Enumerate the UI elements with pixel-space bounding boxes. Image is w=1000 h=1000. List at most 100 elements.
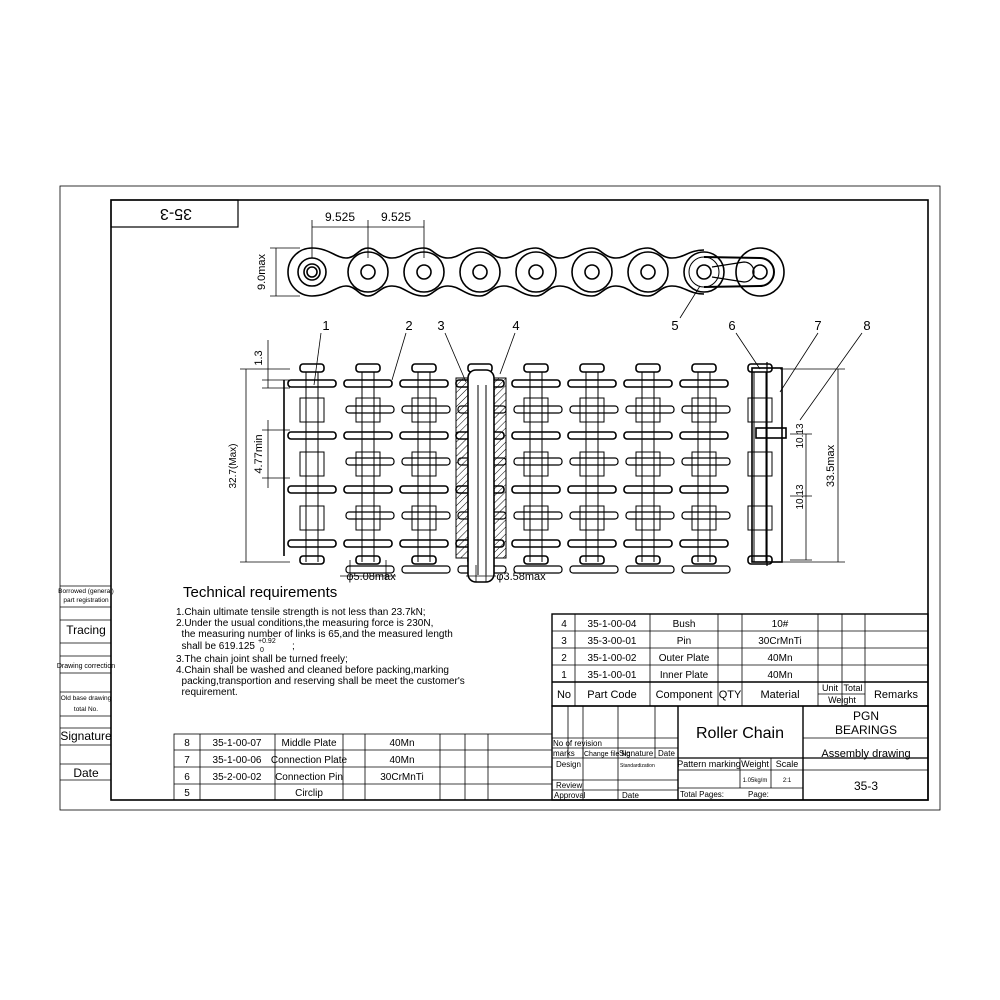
tb-scale-value: 2:1 bbox=[783, 778, 792, 784]
svg-text:Outer Plate: Outer Plate bbox=[659, 653, 710, 664]
rotated-code-box: 35-3 bbox=[110, 199, 239, 228]
svg-text:6: 6 bbox=[184, 772, 190, 783]
tech-title: Technical requirements bbox=[183, 584, 337, 601]
svg-text:Unit: Unit bbox=[822, 683, 839, 693]
svg-text:1: 1 bbox=[561, 670, 567, 681]
svg-text:7: 7 bbox=[184, 755, 190, 766]
bom-upper-rows: 4 35-1-00-04 Bush 10# 3 35-3-00-01 Pin 3… bbox=[557, 619, 919, 705]
svg-text:35-1-00-06: 35-1-00-06 bbox=[213, 755, 262, 766]
tb-drawing-type: Assembly drawing bbox=[821, 748, 910, 760]
section-pin bbox=[455, 369, 507, 583]
pitch-dim-2: 9.525 bbox=[381, 210, 411, 224]
tb-change-file: Change file No bbox=[584, 751, 630, 758]
svg-text:Component: Component bbox=[656, 689, 713, 701]
tech-tol-lower: 0 bbox=[260, 647, 264, 654]
tech-line-3: the measuring number of links is 65,and … bbox=[176, 629, 453, 640]
svg-text:40Mn: 40Mn bbox=[389, 755, 414, 766]
tech-tail: ; bbox=[292, 641, 295, 652]
svg-text:Remarks: Remarks bbox=[874, 689, 919, 701]
svg-text:Circlip: Circlip bbox=[295, 788, 323, 799]
total-width-dim: 33.5max bbox=[825, 444, 837, 487]
height-dim: 9.0max bbox=[256, 253, 268, 290]
tb-scale: Scale bbox=[776, 759, 799, 769]
tb-company-line1: PGN bbox=[853, 709, 879, 723]
tb-weight-value: 1.05kg/m bbox=[743, 778, 768, 784]
tech-line-2: 2.Under the usual conditions,the measuri… bbox=[176, 618, 433, 629]
bom-upper-row: 4 35-1-00-04 Bush 10# bbox=[561, 619, 789, 630]
tech-line-4: shall be 619.125 bbox=[176, 641, 255, 652]
svg-text:35-1-00-02: 35-1-00-02 bbox=[588, 653, 637, 664]
top-rollers bbox=[297, 251, 725, 293]
tech-line-5: 3.The chain joint shall be turned freely… bbox=[176, 654, 348, 665]
svg-text:40Mn: 40Mn bbox=[767, 670, 792, 681]
top-dimensions bbox=[270, 220, 425, 297]
tb-drawing-no: 35-3 bbox=[854, 779, 878, 793]
svg-text:35-1-00-07: 35-1-00-07 bbox=[213, 738, 262, 749]
left-date: Date bbox=[73, 766, 99, 780]
bom-lower-row: 5 Circlip bbox=[184, 788, 323, 799]
tb-signature: Signature bbox=[619, 749, 654, 758]
callout-1: 1 bbox=[322, 318, 329, 333]
callout-3: 3 bbox=[437, 318, 444, 333]
bom-upper-header: No Part Code Component QTY Material Unit… bbox=[557, 683, 919, 705]
svg-text:Part Code: Part Code bbox=[587, 689, 637, 701]
callout-leaders bbox=[313, 285, 863, 421]
overall-width-dim: 32.7(Max) bbox=[228, 443, 239, 488]
svg-text:5: 5 bbox=[184, 788, 190, 799]
svg-text:No: No bbox=[557, 689, 571, 701]
svg-text:35-1-00-01: 35-1-00-01 bbox=[588, 670, 637, 681]
chain-side-view bbox=[283, 362, 787, 574]
left-old-base: Old base drawing bbox=[61, 695, 112, 702]
svg-text:Material: Material bbox=[760, 689, 799, 701]
bom-upper-row: 2 35-1-00-02 Outer Plate 40Mn bbox=[561, 653, 792, 664]
left-part-reg: part registration bbox=[63, 597, 109, 604]
tb-date: Date bbox=[658, 749, 675, 758]
svg-text:30CrMnTi: 30CrMnTi bbox=[380, 772, 424, 783]
tech-line-7: packing,transportion and reserving shall… bbox=[176, 676, 465, 687]
svg-text:Connection Pin: Connection Pin bbox=[275, 772, 343, 783]
tb-approval: Approval bbox=[554, 791, 586, 800]
left-drawing-correction: Drawing correction bbox=[57, 663, 115, 670]
svg-text:8: 8 bbox=[184, 738, 190, 749]
left-tracing: Tracing bbox=[66, 623, 106, 637]
bom-lower-row: 6 35-2-00-02 Connection Pin 30CrMnTi bbox=[184, 772, 424, 783]
svg-text:Weight: Weight bbox=[828, 695, 856, 705]
svg-text:30CrMnTi: 30CrMnTi bbox=[758, 636, 802, 647]
svg-text:Connection Plate: Connection Plate bbox=[271, 755, 348, 766]
callout-8: 8 bbox=[863, 318, 870, 333]
left-strip-table bbox=[60, 585, 111, 781]
svg-text:Bush: Bush bbox=[673, 619, 696, 630]
svg-text:Total: Total bbox=[843, 683, 862, 693]
plate-thickness-dim: 1.3 bbox=[253, 350, 265, 365]
left-total-no: total No. bbox=[74, 706, 98, 713]
svg-text:40Mn: 40Mn bbox=[767, 653, 792, 664]
tb-product-name: Roller Chain bbox=[696, 725, 784, 742]
left-borrowed: Borrowed (general) bbox=[58, 588, 114, 595]
tb-weight: Weight bbox=[741, 759, 769, 769]
pin-diameter-dim: φ3.58max bbox=[496, 571, 546, 583]
technical-requirements: Technical requirements 1.Chain ultimate … bbox=[176, 584, 465, 698]
svg-text:40Mn: 40Mn bbox=[389, 738, 414, 749]
tech-line-8: requirement. bbox=[176, 687, 238, 698]
tb-no-of-revision: No of revision bbox=[553, 739, 602, 748]
tb-company-line2: BEARINGS bbox=[835, 723, 897, 737]
left-signature: Signature bbox=[60, 729, 112, 743]
tb-page: Page: bbox=[748, 790, 769, 799]
bom-upper-row: 1 35-1-00-01 Inner Plate 40Mn bbox=[561, 670, 792, 681]
tb-standardization: Standardization bbox=[620, 763, 655, 769]
callout-2: 2 bbox=[405, 318, 412, 333]
transverse-pitch-dim-2: 10.13 bbox=[795, 484, 806, 509]
pitch-dim-1: 9.525 bbox=[325, 210, 355, 224]
callout-5: 5 bbox=[671, 318, 678, 333]
outer-frame bbox=[59, 185, 941, 811]
bom-lower-rows: 8 35-1-00-07 Middle Plate 40Mn 7 35-1-00… bbox=[184, 738, 424, 799]
tech-tol-upper: +0.92 bbox=[258, 638, 276, 645]
roller-diameter-dim: φ5.08max bbox=[346, 571, 396, 583]
tb-date2: Date bbox=[622, 791, 639, 800]
svg-text:35-3-00-01: 35-3-00-01 bbox=[588, 636, 637, 647]
svg-text:35-2-00-02: 35-2-00-02 bbox=[213, 772, 262, 783]
callout-4: 4 bbox=[512, 318, 519, 333]
svg-text:QTY: QTY bbox=[719, 689, 742, 701]
tb-review: Review bbox=[556, 781, 582, 790]
svg-text:35-1-00-04: 35-1-00-04 bbox=[588, 619, 637, 630]
